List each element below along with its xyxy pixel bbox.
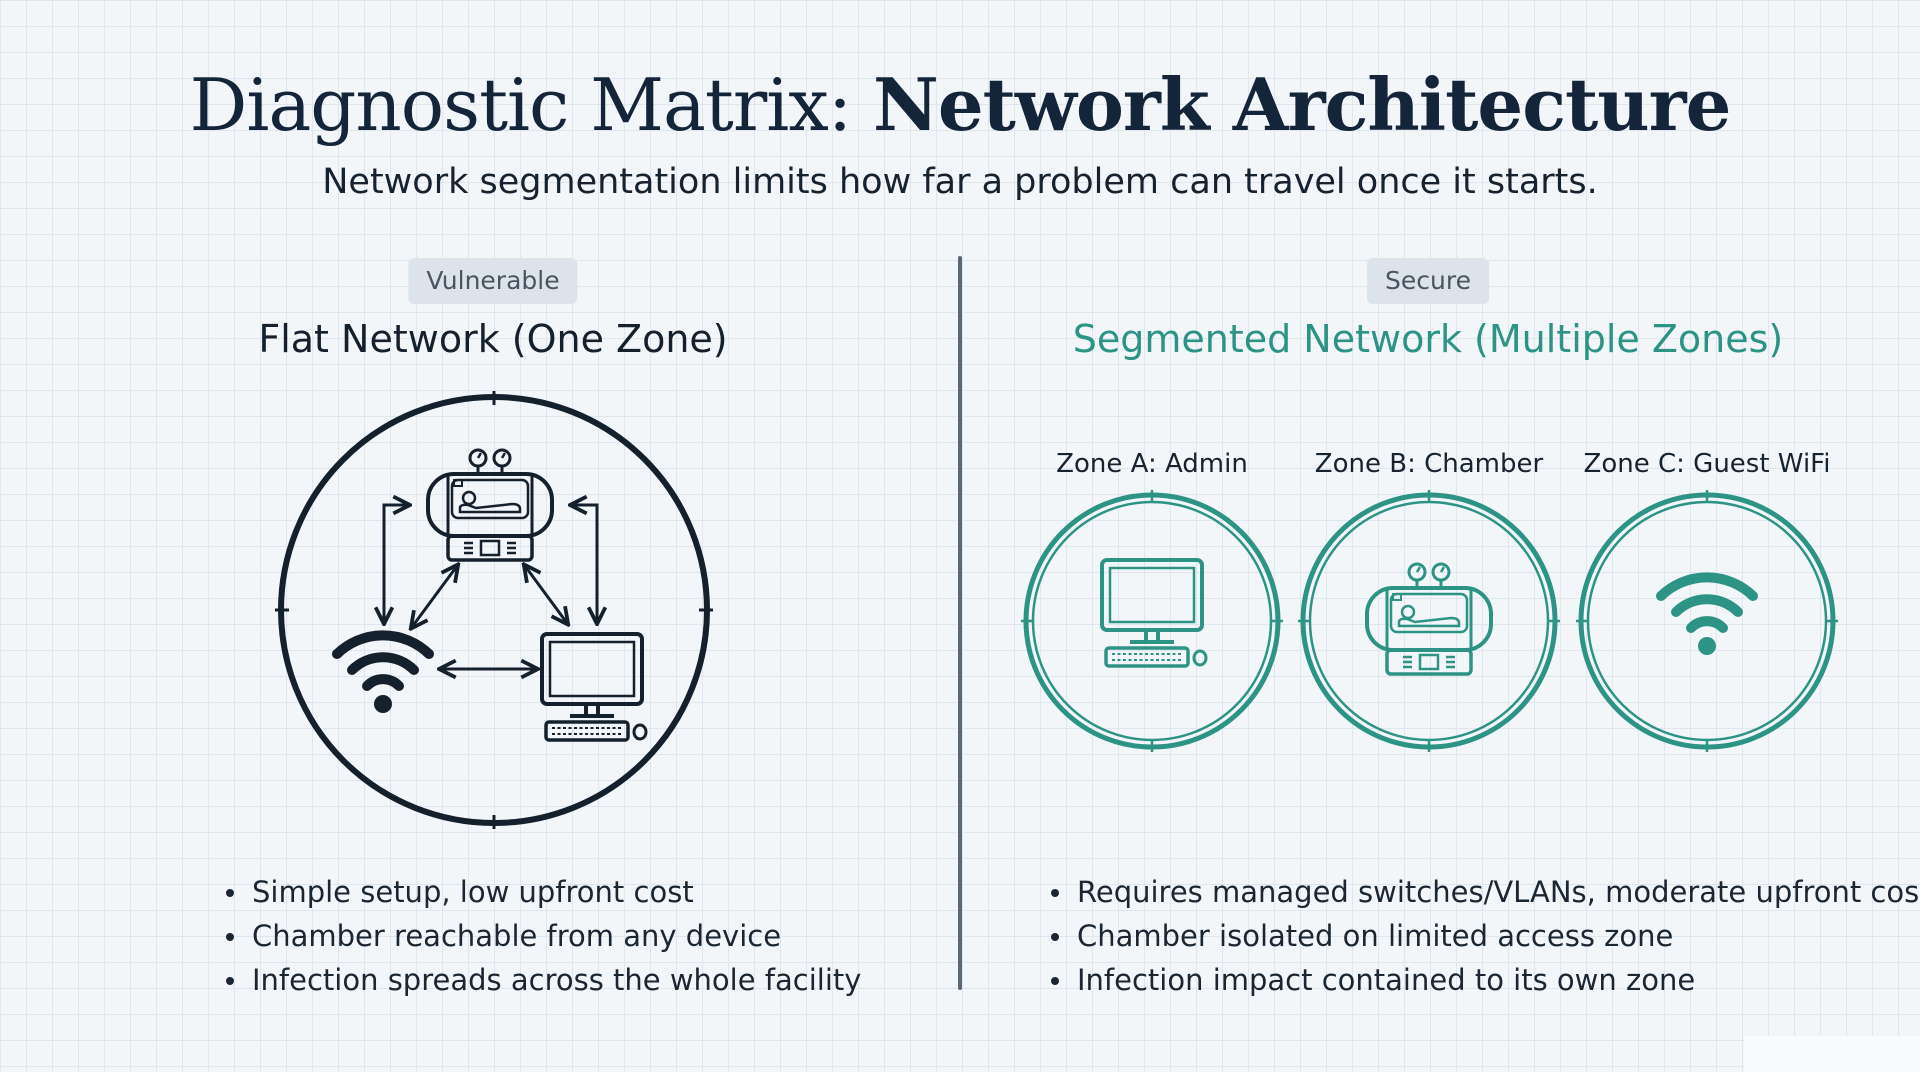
wifi-icon — [337, 635, 429, 713]
zone-a-label: Zone A: Admin — [1056, 449, 1248, 479]
connection-arrows — [384, 505, 597, 669]
zone-a-ring — [1021, 490, 1283, 752]
zone-c-ring — [1576, 490, 1838, 752]
arrow-chamber-wifi-diagonal — [412, 566, 457, 627]
title-bold: Network Architecture — [873, 62, 1731, 147]
list-item: Simple setup, low upfront cost — [224, 870, 861, 914]
arrow-chamber-computer-diagonal — [525, 566, 567, 623]
zone-b-ring — [1298, 490, 1560, 752]
secure-badge: Secure — [1367, 258, 1489, 304]
arrow-chamber-to-computer — [572, 505, 597, 622]
zone-a-computer-icon — [1100, 558, 1208, 668]
zone-c-label: Zone C: Guest WiFi — [1583, 449, 1831, 479]
page-title: Diagnostic Matrix: Network Architecture — [0, 60, 1920, 150]
segmented-network-bullets: Requires managed switches/VLANs, moderat… — [1049, 870, 1920, 1002]
flat-network-ring — [275, 391, 713, 829]
panel-divider — [958, 256, 962, 990]
list-item: Chamber reachable from any device — [224, 914, 861, 958]
corner-overlay — [1744, 1036, 1920, 1072]
zone-b-chamber-icon — [1365, 562, 1493, 676]
hyperbaric-chamber-icon — [426, 448, 554, 562]
segmented-network-heading: Segmented Network (Multiple Zones) — [1072, 317, 1784, 361]
zone-b-label: Zone B: Chamber — [1314, 449, 1544, 479]
computer-icon — [540, 632, 648, 742]
title-regular: Diagnostic Matrix: — [189, 63, 874, 147]
page-subtitle: Network segmentation limits how far a pr… — [322, 162, 1598, 202]
arrow-chamber-to-wifi — [384, 505, 408, 622]
list-item: Requires managed switches/VLANs, moderat… — [1049, 870, 1920, 914]
vulnerable-badge: Vulnerable — [408, 258, 578, 304]
zone-c-wifi-icon — [1661, 577, 1753, 655]
list-item: Chamber isolated on limited access zone — [1049, 914, 1920, 958]
list-item: Infection spreads across the whole facil… — [224, 958, 861, 1002]
flat-network-heading: Flat Network (One Zone) — [258, 317, 728, 361]
list-item: Infection impact contained to its own zo… — [1049, 958, 1920, 1002]
flat-network-bullets: Simple setup, low upfront cost Chamber r… — [224, 870, 861, 1002]
